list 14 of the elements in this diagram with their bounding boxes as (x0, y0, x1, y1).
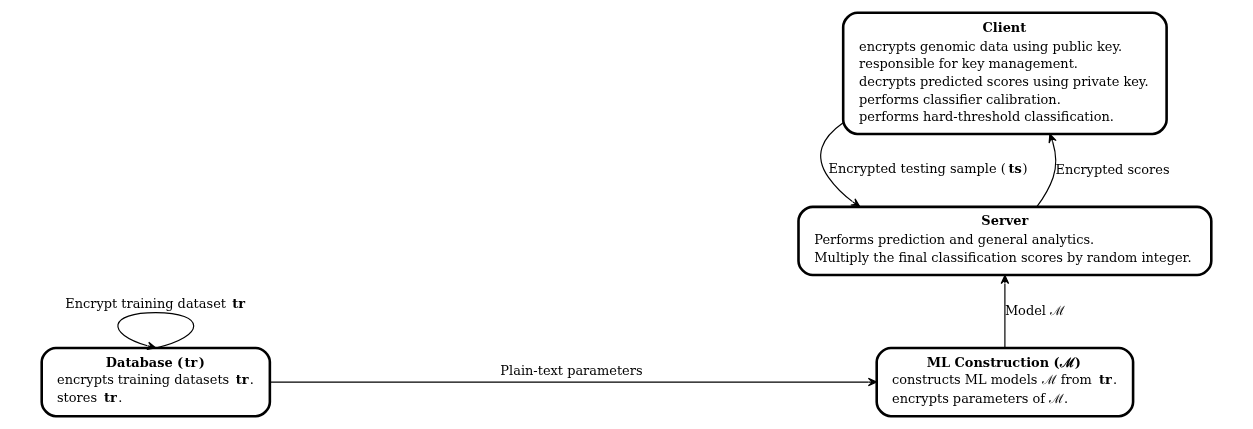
edge-label: Model ℳ (1004, 302, 1066, 318)
arrow (269, 377, 878, 387)
edge-label: Encrypt training dataset tr (65, 295, 246, 311)
edge-label: Plain-text parameters (500, 362, 643, 378)
node-box: Database (tr) encrypts training datasets tr. stores tr. (40, 346, 272, 418)
node-box: Client encrypts genomic data using public key. responsible for key management. decrypts predicted scores using private key. performs classifier calibration. performs hard-threshold classification. (841, 11, 1168, 136)
arrow (117, 312, 195, 351)
edge-label: Encrypted testing sample (ts) (828, 160, 1028, 176)
edge-label: Encrypted scores (1055, 161, 1170, 177)
arrow (1036, 133, 1057, 208)
arrow (1000, 274, 1010, 349)
node-box: ML Construction (ℳ) constructs ML models ℳ from tr. encrypts parameters of ℳ. (875, 346, 1135, 418)
arrow (820, 122, 861, 208)
node-box: Server Performs prediction and general analytics. Multiply the final classification scores by random integer. (797, 205, 1213, 277)
